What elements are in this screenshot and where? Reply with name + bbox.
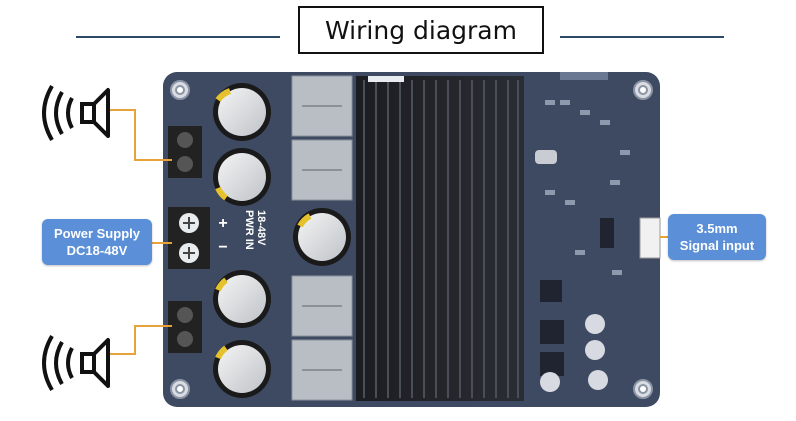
control-circuitry: [535, 72, 661, 392]
signal-connector: [639, 217, 661, 259]
title-rule-right: [560, 36, 724, 38]
speaker-icon: [42, 84, 110, 142]
diagram-title: Wiring diagram: [298, 6, 544, 54]
power-terminal: [168, 207, 210, 269]
speaker-terminal-top: [168, 126, 202, 178]
speaker-terminal-bottom: [168, 301, 202, 353]
minus-symbol: −: [218, 239, 227, 256]
power-supply-label: Power Supply DC18-48V: [42, 219, 152, 265]
wire-speaker-bottom: [108, 325, 172, 355]
voltage-text: 18-48V: [255, 210, 267, 246]
plus-symbol: +: [218, 215, 227, 232]
signal-input-label-line1: 3.5mm: [696, 221, 738, 236]
speaker-icon: [42, 334, 110, 392]
capacitors: [213, 83, 351, 398]
signal-input-label-line2: Signal input: [679, 238, 755, 253]
signal-input-label: 3.5mm Signal input: [668, 214, 766, 260]
wiring: [108, 109, 668, 355]
power-supply-label-line2: DC18-48V: [66, 243, 128, 258]
pwr-in-text: PWR IN: [243, 210, 255, 250]
heatsink: [356, 76, 524, 401]
pwr-in-marking: + − PWR IN 18-48V: [218, 210, 267, 256]
title-rule-left: [76, 36, 280, 38]
mounting-holes: [170, 80, 653, 399]
power-supply-label-line1: Power Supply: [54, 226, 140, 241]
wire-speaker-top: [108, 109, 172, 161]
